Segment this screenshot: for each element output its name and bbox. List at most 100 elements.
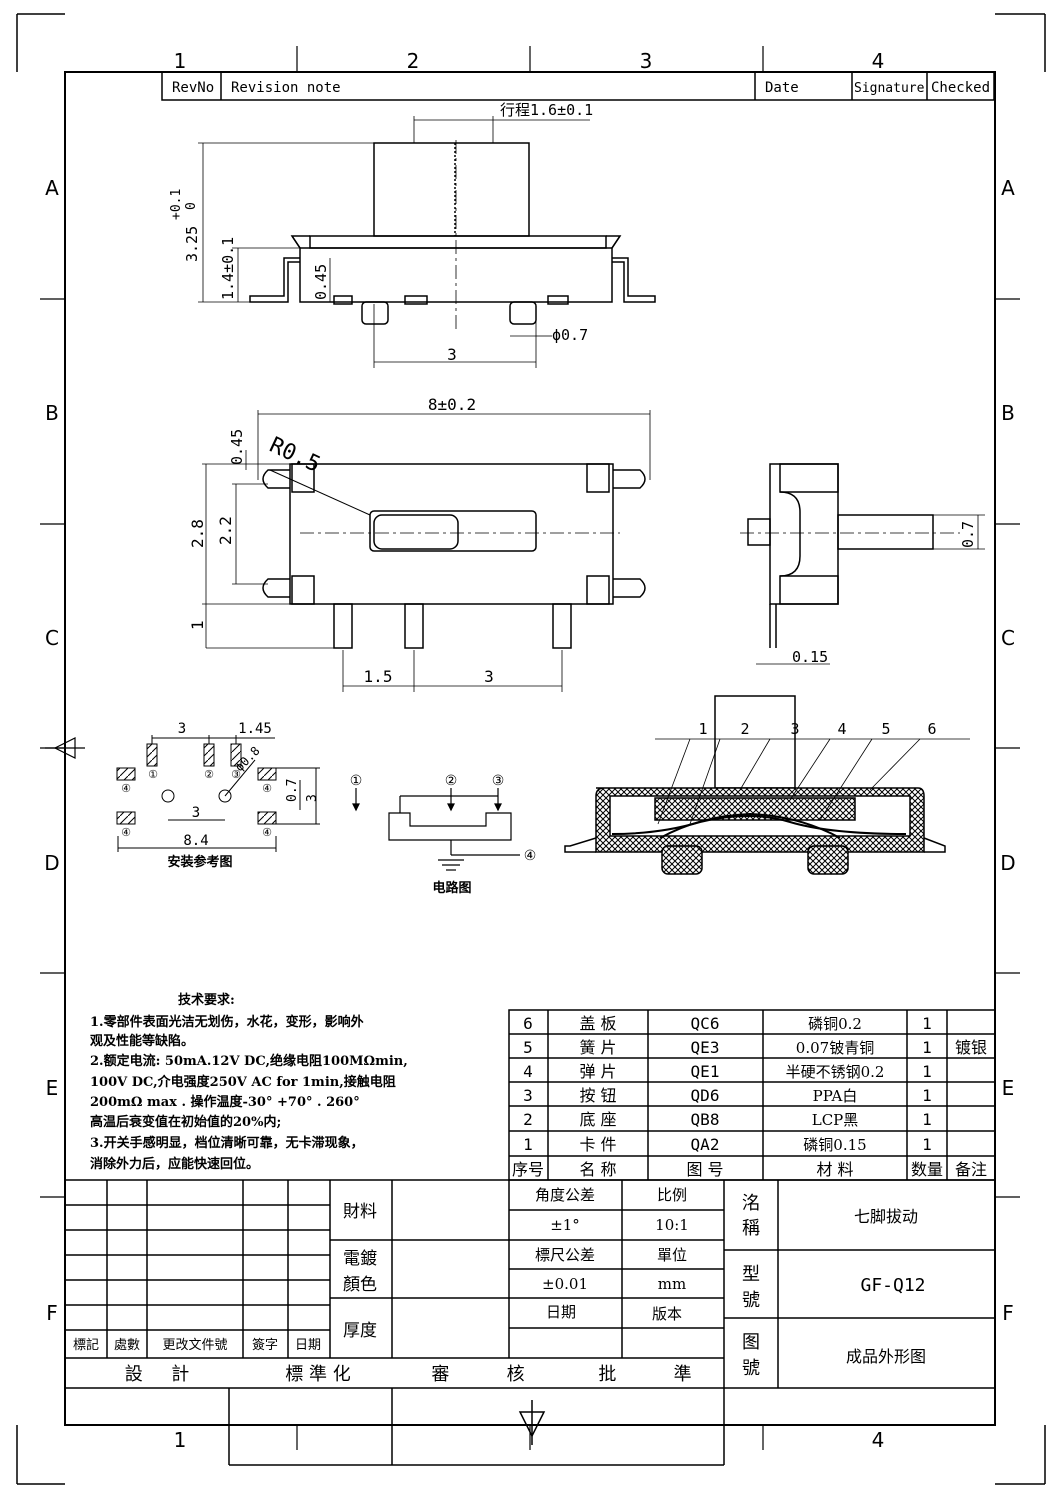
dim-end-015: 0.15 — [792, 648, 828, 666]
bom-cell: 1 — [523, 1135, 533, 1154]
revision-header: RevNo Revision note Date Signature Check… — [161, 71, 995, 101]
tech-line: 200mΩ max . 操作温度-30° +70° . 260° — [90, 1094, 360, 1110]
bom-cell: QD6 — [691, 1086, 720, 1105]
bom-header-cell: 数量 — [911, 1160, 943, 1179]
footprint-caption: 安装参考图 — [167, 854, 232, 870]
dim-travel: 行程1.6±0.1 — [500, 101, 593, 119]
section-view — [564, 695, 970, 875]
plating-label-2: 顏色 — [343, 1275, 377, 1295]
tech-line: 3.开关手感明显，档位清晰可靠，无卡滞现象， — [90, 1135, 364, 1151]
tech-line: 1.零部件表面光洁无划伤，水花，变形，影响外 — [90, 1014, 364, 1030]
bom-cell: 1 — [922, 1038, 932, 1057]
angle-tol-value: ±1° — [550, 1216, 580, 1234]
tech-title: 技术要求: — [178, 992, 235, 1008]
fp-pin-4c: ④ — [121, 826, 131, 839]
bom-cell: 6 — [523, 1014, 533, 1033]
tech-line: 100V DC,介电强度250V AC for 1min,接触电阻 — [90, 1074, 396, 1090]
bom-cell: 1 — [922, 1062, 932, 1081]
row-label-a-right: A — [1001, 176, 1015, 200]
revno-label: RevNo — [172, 80, 214, 96]
dim-tol-value: ±0.01 — [542, 1275, 588, 1293]
fp-dim-07: 0.7 — [285, 779, 300, 802]
fp-pin-3: ③ — [231, 768, 241, 781]
fp-pin-4a: ④ — [121, 782, 131, 795]
sign-standard: 標 準 化 — [285, 1364, 350, 1385]
bom-cell: PPA白 — [813, 1087, 858, 1105]
bom-header-cell: 序号 — [512, 1160, 544, 1179]
tech-line: 消除外力后，应能快速回位。 — [90, 1156, 259, 1172]
material-label: 財料 — [343, 1202, 377, 1222]
dim-height-tol-upper: +0.1 — [169, 189, 184, 220]
end-view — [740, 463, 985, 665]
title-block — [64, 1179, 996, 1466]
bom-cell: LCP黑 — [812, 1111, 859, 1129]
fp-dim-3h: 3 — [192, 805, 200, 821]
row-label-d-left: D — [44, 851, 59, 875]
dim-r05: R0.5 — [265, 433, 324, 478]
callout-3: 3 — [790, 720, 799, 738]
rev-col-doc: 更改文件號 — [162, 1338, 227, 1353]
tech-line: 观及性能等缺陷。 — [90, 1033, 194, 1049]
dim-height-total: 3.25 — [183, 226, 201, 262]
drawing-name: 成品外形图 — [846, 1347, 926, 1366]
rev-col-date: 日期 — [295, 1338, 321, 1353]
bom-cell: QA2 — [691, 1135, 720, 1154]
callout-5: 5 — [881, 720, 890, 738]
row-label-f-left: F — [46, 1301, 58, 1325]
revision-note-label: Revision note — [231, 80, 341, 96]
row-label-c-left: C — [45, 626, 59, 650]
circuit-p1: ① — [350, 773, 363, 789]
model-label-2: 號 — [742, 1290, 760, 1311]
circuit-p2: ② — [445, 773, 458, 789]
row-label-e-left: E — [46, 1076, 59, 1100]
drawing-label-2: 號 — [742, 1358, 760, 1379]
callout-6: 6 — [927, 720, 936, 738]
dim-045-top: 0.45 — [228, 429, 246, 465]
centering-marker — [45, 730, 85, 766]
col-label-3: 3 — [640, 49, 653, 73]
dim-height-tol-lower: 0 — [184, 202, 199, 210]
top-view — [202, 410, 651, 692]
sign-approve: 批 準 — [598, 1364, 691, 1385]
scale-value: 10:1 — [655, 1216, 689, 1234]
unit-label: 單位 — [657, 1246, 687, 1264]
name-label-2: 稱 — [742, 1218, 760, 1239]
bom-cell: 底 座 — [579, 1110, 616, 1129]
row-label-b-right: B — [1001, 401, 1015, 425]
version-label: 版本 — [652, 1305, 682, 1323]
col-label-2: 2 — [407, 49, 420, 73]
dim-045-side: 0.45 — [312, 264, 330, 300]
tech-requirements: 技术要求: 1.零部件表面光洁无划伤，水花，变形，影响外 观及性能等缺陷。 2.… — [90, 992, 408, 1172]
angle-tol-label: 角度公差 — [535, 1186, 595, 1204]
rev-col-count: 處數 — [114, 1338, 140, 1353]
circuit-p3: ③ — [492, 773, 505, 789]
dim-tol-label: 標尺公差 — [535, 1246, 595, 1264]
dim-3-top: 3 — [484, 667, 494, 686]
sign-design: 設 計 — [125, 1364, 190, 1385]
part-name: 七脚拔动 — [854, 1207, 918, 1226]
dim-width-8: 8±0.2 — [428, 395, 476, 414]
bom-header-cell: 材 料 — [816, 1160, 853, 1179]
date-label: 日期 — [546, 1303, 576, 1321]
circuit-p4: ④ — [524, 848, 537, 864]
row-label-b-left: B — [45, 401, 59, 425]
bom-cell: 磷铜0.2 — [808, 1015, 862, 1033]
dim-1: 1 — [188, 620, 207, 630]
bom-cell: 盖 板 — [579, 1014, 616, 1033]
fp-dim-145: 1.45 — [238, 721, 272, 737]
callout-2: 2 — [740, 720, 749, 738]
fp-dim-3: 3 — [178, 721, 186, 737]
dim-22: 2.2 — [216, 516, 235, 545]
fp-dim-3v: 3 — [305, 794, 320, 802]
model-label-1: 型 — [742, 1264, 760, 1285]
dim-pitch-3: 3 — [447, 345, 457, 364]
circuit-diagram — [352, 788, 520, 871]
bom-cell: 镀银 — [955, 1038, 987, 1057]
bom-cell: 1 — [922, 1086, 932, 1105]
bom-cell: QE3 — [691, 1038, 720, 1057]
bom-cell: 卡 件 — [579, 1135, 616, 1154]
dim-phi: ϕ0.7 — [552, 326, 588, 344]
bom-cell: 1 — [922, 1110, 932, 1129]
